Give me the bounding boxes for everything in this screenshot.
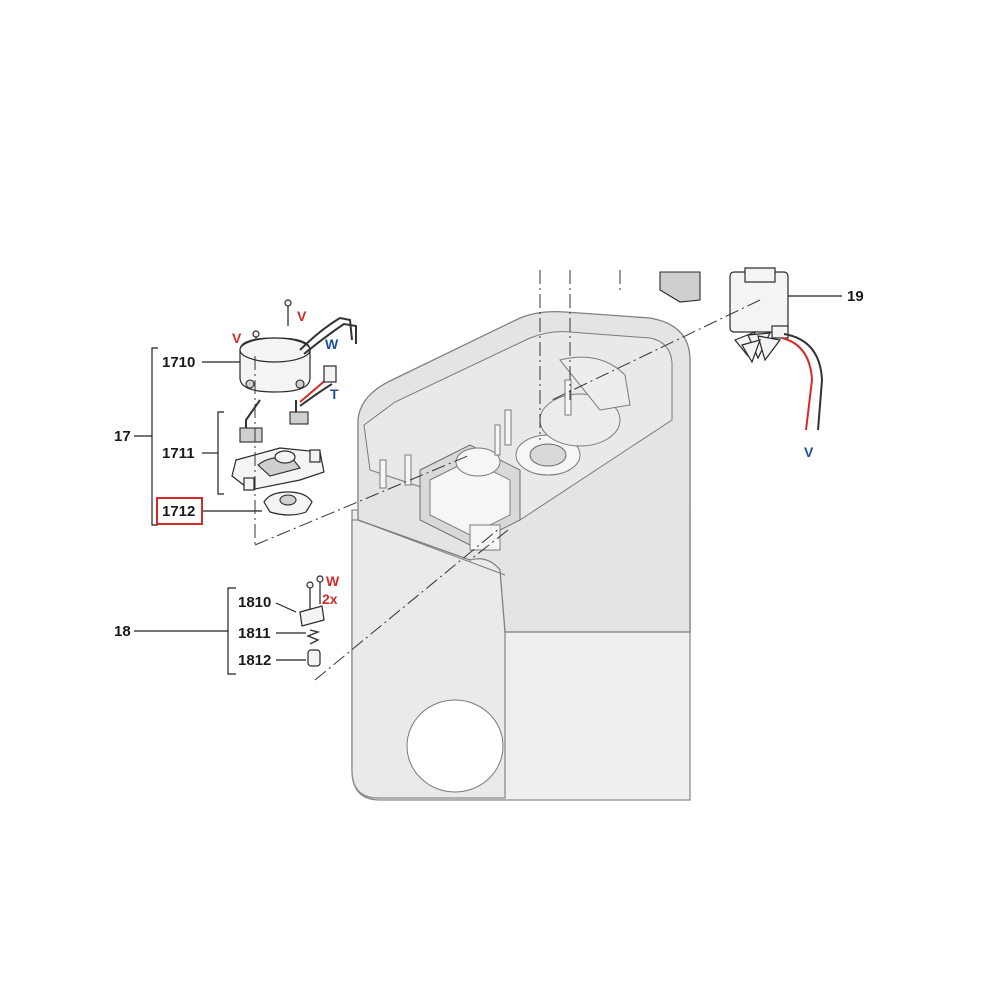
motor-1710 — [239, 316, 357, 393]
callout-19: 19 — [847, 288, 864, 305]
callout-1811: 1811 — [238, 625, 271, 642]
motor-assembly-17 — [134, 299, 471, 546]
code-w-1710: W — [325, 336, 339, 352]
fan-blades — [734, 330, 782, 364]
code-v-left: V — [232, 330, 242, 346]
code-qty-1810: 2x — [322, 591, 338, 607]
callout-1812: 1812 — [238, 652, 271, 669]
code-t-1711: T — [330, 386, 339, 402]
callout-1810: 1810 — [238, 594, 271, 611]
highlight-box-1712 — [156, 497, 203, 525]
callout-1710: 1710 — [162, 354, 195, 371]
callout-18: 18 — [114, 623, 131, 640]
code-v-top: V — [297, 308, 307, 324]
fastener-group-18 — [134, 527, 501, 681]
callout-1712: 1712 — [162, 503, 195, 520]
switch-housing-1711 — [231, 447, 325, 491]
pump-assembly-19 — [659, 267, 842, 431]
code-v-19: V — [804, 444, 814, 460]
cam-part-1712 — [263, 491, 313, 516]
machine-housing — [351, 270, 691, 801]
code-w-1810: W — [326, 573, 340, 589]
callout-17: 17 — [114, 428, 131, 445]
callout-1711: 1711 — [162, 445, 195, 462]
